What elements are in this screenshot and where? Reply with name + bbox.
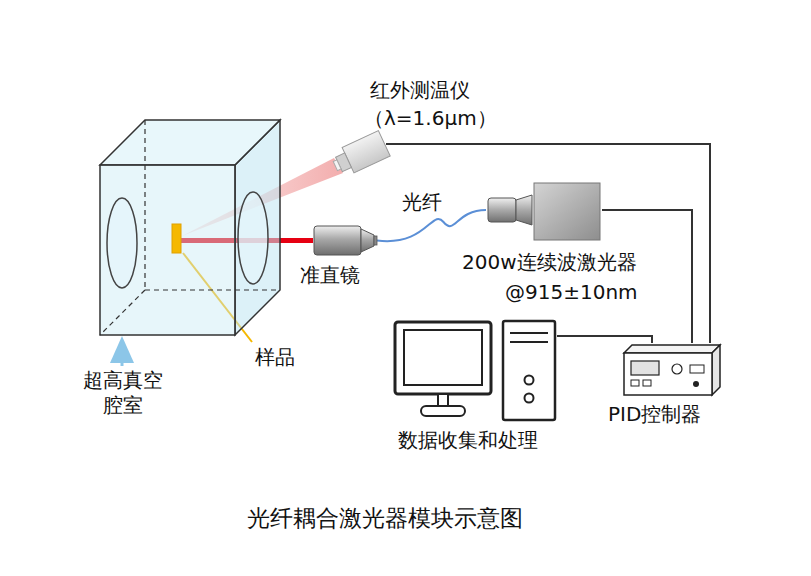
part-label: 样品 <box>255 345 295 369</box>
cw-laser: 200w连续波激光器@915±10nm <box>486 182 602 242</box>
part-label: 超高真空 腔室 <box>78 368 168 418</box>
collimator-shape <box>313 224 377 257</box>
pid-controller: PID控制器 <box>622 343 722 397</box>
part-label: 准直镜 <box>300 263 360 287</box>
part-label: PID控制器 <box>608 402 701 426</box>
part-label: （λ=1.6μm） <box>364 106 497 130</box>
sample: 样品 <box>172 224 181 253</box>
computer: 数据收集和处理 <box>393 318 557 422</box>
signal-wire <box>386 144 710 343</box>
data-wire <box>557 336 652 343</box>
cw-laser-shape <box>486 182 602 242</box>
part-label: @915±10nm <box>505 280 638 304</box>
ir-thermometer: 红外测温仪（λ=1.6μm） <box>330 126 392 188</box>
optical-fiber <box>377 210 486 241</box>
part-label: 200w连续波激光器 <box>462 250 637 274</box>
control-wire <box>602 210 692 343</box>
part-label: 红外测温仪 <box>370 78 470 102</box>
collimator: 准直镜 <box>313 224 377 257</box>
edge-label: 光纤 <box>400 190 444 214</box>
computer-shape <box>393 318 557 422</box>
vacuum-chamber: 超高真空 腔室样品 <box>98 118 282 337</box>
sample-shape <box>172 224 181 253</box>
pointer-arrow <box>121 348 124 366</box>
figure-caption: 光纤耦合激光器模块示意图 <box>0 504 770 532</box>
ir-thermometer-shape <box>330 126 392 188</box>
vacuum-chamber-shape <box>98 118 282 337</box>
pid-controller-shape <box>622 343 722 397</box>
part-label: 数据收集和处理 <box>398 428 538 452</box>
